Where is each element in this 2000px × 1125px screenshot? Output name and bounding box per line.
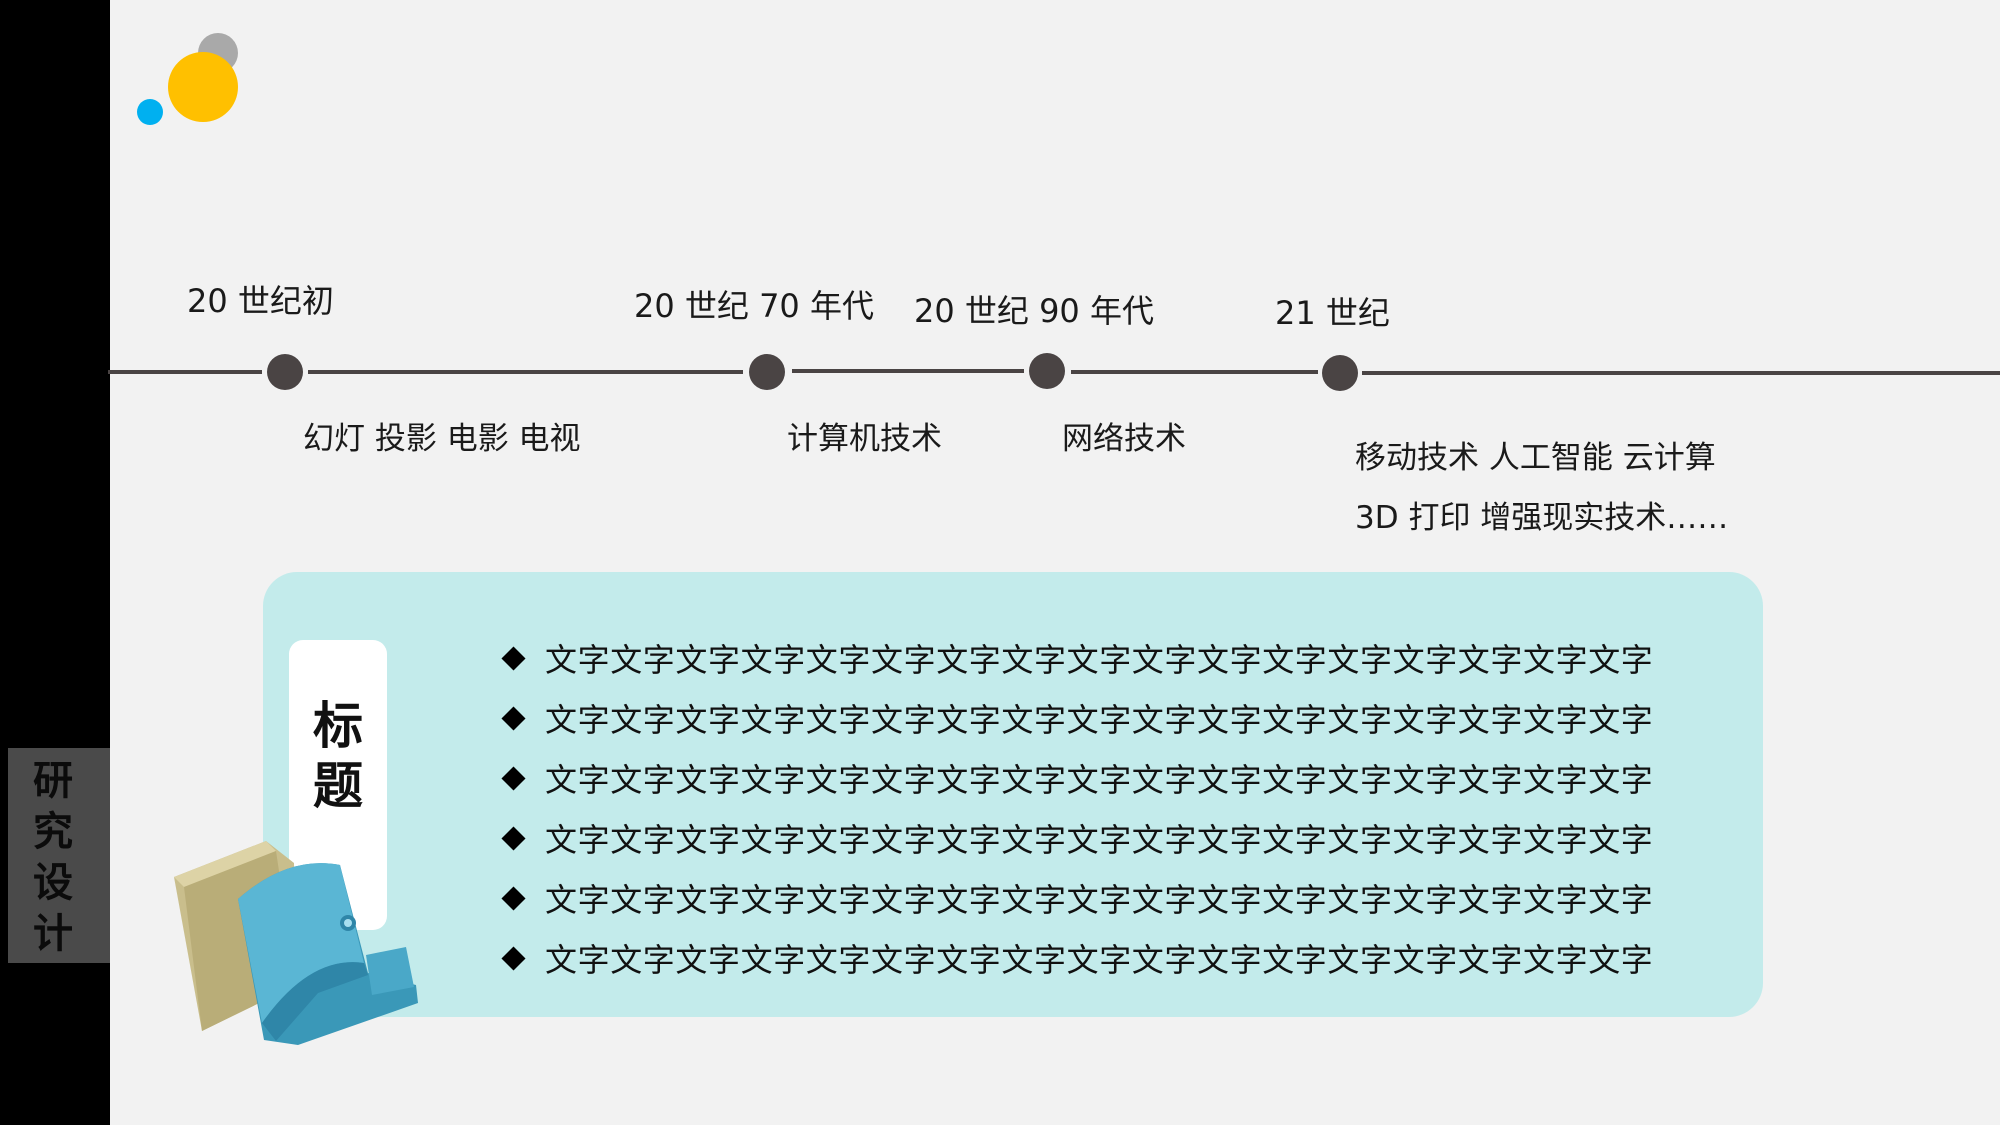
timeline-node	[1322, 355, 1358, 391]
bullet-text: 文字文字文字文字文字文字文字文字文字文字文字文字文字文字文字文字文字	[545, 941, 1654, 979]
timeline-line	[1071, 370, 1318, 374]
decor-dot-yellow	[168, 52, 238, 122]
diamond-bullet-icon	[501, 645, 526, 671]
timeline-era-label: 21 世纪	[1275, 294, 1390, 332]
timeline-era-label: 20 世纪初	[187, 282, 334, 320]
timeline-node	[749, 354, 785, 390]
bullet-text: 文字文字文字文字文字文字文字文字文字文字文字文字文字文字文字文字文字	[545, 821, 1654, 859]
timeline-description: 3D 打印 增强现实技术……	[1355, 500, 1729, 536]
diamond-bullet-icon	[501, 825, 526, 851]
list-item: 文字文字文字文字文字文字文字文字文字文字文字文字文字文字文字文字文字	[501, 688, 1654, 748]
bullet-text: 文字文字文字文字文字文字文字文字文字文字文字文字文字文字文字文字文字	[545, 641, 1654, 679]
timeline-description: 幻灯 投影 电影 电视	[303, 421, 581, 457]
list-item: 文字文字文字文字文字文字文字文字文字文字文字文字文字文字文字文字文字	[501, 628, 1654, 688]
timeline-description: 移动技术 人工智能 云计算	[1355, 440, 1716, 476]
timeline-era-label: 20 世纪 70 年代	[634, 287, 874, 325]
bullet-text: 文字文字文字文字文字文字文字文字文字文字文字文字文字文字文字文字文字	[545, 761, 1654, 799]
list-item: 文字文字文字文字文字文字文字文字文字文字文字文字文字文字文字文字文字	[501, 928, 1654, 988]
list-item: 文字文字文字文字文字文字文字文字文字文字文字文字文字文字文字文字文字	[501, 748, 1654, 808]
timeline-node	[1029, 353, 1065, 389]
timeline-line	[308, 370, 743, 374]
section-tab: 研究设计	[8, 748, 110, 963]
list-item: 文字文字文字文字文字文字文字文字文字文字文字文字文字文字文字文字文字	[501, 808, 1654, 868]
diamond-bullet-icon	[501, 885, 526, 911]
timeline-line	[792, 369, 1024, 373]
diamond-bullet-icon	[501, 945, 526, 971]
timeline-line	[108, 370, 262, 374]
section-label: 研究设计	[33, 758, 73, 957]
timeline-description: 计算机技术	[787, 421, 942, 457]
decor-dot-blue	[137, 99, 163, 125]
bullet-list: 文字文字文字文字文字文字文字文字文字文字文字文字文字文字文字文字文字 文字文字文…	[501, 628, 1654, 988]
panel-title: 标题	[313, 697, 363, 815]
timeline-node	[267, 354, 303, 390]
timeline-line	[1362, 371, 2000, 375]
timeline-era-label: 20 世纪 90 年代	[914, 292, 1154, 330]
bullet-text: 文字文字文字文字文字文字文字文字文字文字文字文字文字文字文字文字文字	[545, 701, 1654, 739]
bullet-text: 文字文字文字文字文字文字文字文字文字文字文字文字文字文字文字文字文字	[545, 881, 1654, 919]
diamond-bullet-icon	[501, 765, 526, 791]
diamond-bullet-icon	[501, 705, 526, 731]
folder-icon	[174, 841, 418, 1045]
list-item: 文字文字文字文字文字文字文字文字文字文字文字文字文字文字文字文字文字	[501, 868, 1654, 928]
timeline-description: 网络技术	[1062, 421, 1186, 457]
